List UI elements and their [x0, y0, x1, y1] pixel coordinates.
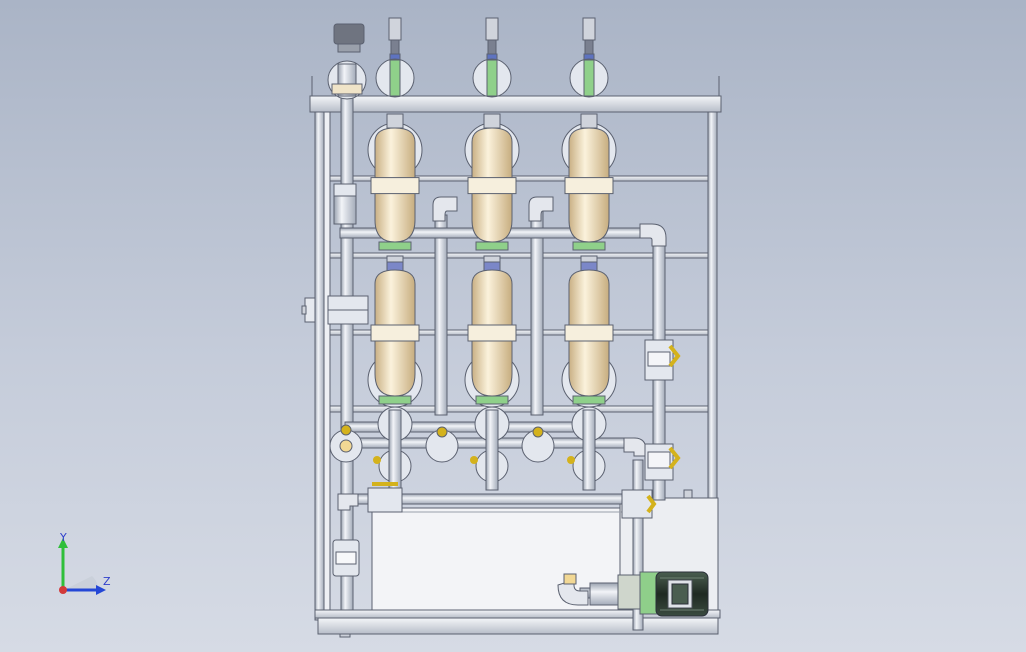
filter-vessel-1-3: [561, 113, 617, 251]
inlet-valve: [367, 482, 403, 513]
inlet-flange: [327, 183, 369, 325]
butterfly-valve-1: [375, 17, 415, 98]
butterfly-valve-3: [569, 17, 609, 98]
bottom-flange-1: [373, 406, 413, 491]
filter-vessel-2-3: [561, 255, 617, 408]
outlet-valve: [621, 489, 657, 519]
filter-vessel-1-1: [367, 113, 423, 251]
drain-valve: [332, 539, 360, 577]
gate-valve-upper: [644, 339, 681, 381]
filter-vessels: [367, 113, 617, 491]
filter-vessel-2-2: [464, 255, 520, 408]
axis-label-z: Z: [103, 575, 111, 588]
axis-label-y: Y: [60, 531, 67, 544]
gate-valves: [327, 183, 681, 577]
bottom-flange-3: [567, 406, 607, 491]
butterfly-valve-2: [472, 17, 512, 98]
pump-motor: [563, 489, 709, 617]
support-frame: [301, 76, 722, 638]
filter-vessel-1-2: [464, 113, 520, 251]
bottom-flange-2: [470, 406, 510, 491]
header-manifold: [329, 424, 555, 463]
top-actuator-valves: [327, 17, 609, 100]
axis-triad: Y Z: [52, 532, 122, 602]
gear-actuator: [327, 23, 367, 100]
gate-valve-lower: [644, 443, 681, 481]
axis-triad-graphic: [58, 538, 106, 595]
filter-vessel-2-1: [367, 255, 423, 408]
